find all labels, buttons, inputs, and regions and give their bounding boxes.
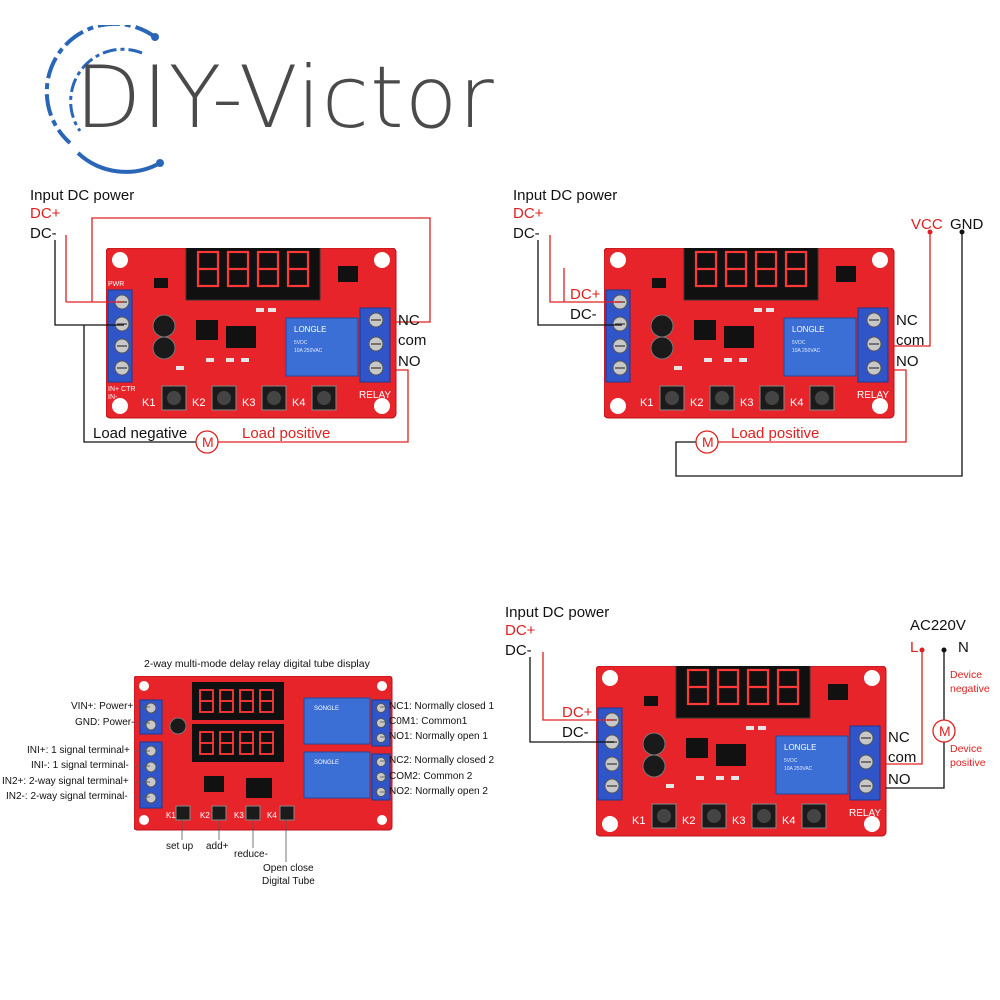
panel-2-dc-plus-inner: DC+ xyxy=(570,286,601,303)
panel-2-vcc: VCC xyxy=(911,216,943,233)
panel-4-n: N xyxy=(958,639,969,656)
pwr-label: PWR xyxy=(108,281,124,288)
right-label-com1: C0M1: Common1 xyxy=(389,716,468,727)
key-label-k4: K4 xyxy=(292,397,305,409)
key-label-k1: K1 xyxy=(640,397,653,409)
panel-4-device-negative-1: Device xyxy=(950,669,983,681)
panel-4-device-positive-1: Device xyxy=(950,743,983,755)
panel-1-nc: NC xyxy=(398,312,420,329)
panel-1-dc-minus: DC- xyxy=(30,225,57,242)
panel-1-title: Input DC power xyxy=(30,187,135,204)
right-label-no2: NO2: Normally open 2 xyxy=(389,786,488,797)
button-label-reduce: reduce- xyxy=(234,849,268,860)
panel-2-load-positive: Load positive xyxy=(731,425,820,442)
right-label-nc2: NC2: Normally closed 2 xyxy=(389,755,495,766)
key-label-k3: K3 xyxy=(242,397,255,409)
left-label-ini-plus: INI+: 1 signal terminal+ xyxy=(27,745,130,756)
brand-logo-arcs xyxy=(44,25,164,174)
key-label-k1: K1 xyxy=(632,815,645,827)
right-label-com2: COM2: Common 2 xyxy=(389,771,473,782)
key-label-k4: K4 xyxy=(790,397,803,409)
panel-4-motor-symbol: M xyxy=(939,723,951,739)
left-label-vin: VIN+: Power+ xyxy=(71,701,134,712)
brand-name: DIY-Victor xyxy=(75,48,495,148)
panel-2-nc: NC xyxy=(896,312,918,329)
relay-mark-1: SONGLE xyxy=(314,706,339,712)
left-label-in2-plus: IN2+: 2-way signal terminal+ xyxy=(2,776,129,787)
panel-4-device-positive-2: positive xyxy=(950,757,986,769)
panel-2-dc-minus-outer: DC- xyxy=(513,225,540,242)
key-label-k2: K2 xyxy=(192,397,205,409)
panel-2-motor-symbol: M xyxy=(702,434,714,450)
in-minus-label: IN- xyxy=(108,394,118,401)
panel-1-motor-symbol: M xyxy=(202,434,214,450)
relay-board-2: K1 K2 K3 K4 RELAY xyxy=(604,248,896,420)
panel-4-ac: AC220V xyxy=(910,617,966,634)
panel-2-title: Input DC power xyxy=(513,187,618,204)
button-label-add: add+ xyxy=(206,841,229,852)
left-label-ini-minus: INI-: 1 signal terminal- xyxy=(31,760,129,771)
key-label-k2: K2 xyxy=(682,815,695,827)
panel-2-no: NO xyxy=(896,353,919,370)
in-ctr-label: IN+ CTR xyxy=(108,386,135,393)
panel-4-nc: NC xyxy=(888,729,910,746)
relay-board-4: K1 K2 K3 K4 RELAY xyxy=(596,666,888,838)
panel-4-title: Input DC power xyxy=(505,604,610,621)
panel-1-com: com xyxy=(398,332,427,349)
panel-1-load-negative: Load negative xyxy=(93,425,188,442)
relay-board-1: K1 K2 K3 K4 RELAY PWR IN+ CTR IN- xyxy=(106,248,398,420)
panel-1-dc-plus: DC+ xyxy=(30,205,61,222)
panel-2-dc-minus-inner: DC- xyxy=(570,306,597,323)
panel-1-no: NO xyxy=(398,353,421,370)
panel-4-dc-minus-outer: DC- xyxy=(505,642,532,659)
button-label-open-close: Open close xyxy=(263,863,314,874)
key-label-k3: K3 xyxy=(732,815,745,827)
key-label-k2: K2 xyxy=(690,397,703,409)
key-label-k1: K1 xyxy=(142,397,155,409)
left-label-in2-minus: IN2-: 2-way signal terminal- xyxy=(6,791,128,802)
relay-mark-2: SONGLE xyxy=(314,760,339,766)
key-label-k3: K3 xyxy=(740,397,753,409)
key-label-k4: K4 xyxy=(782,815,795,827)
relay-label: RELAY xyxy=(857,390,889,401)
key-label-k3: K3 xyxy=(234,811,244,820)
panel-4-dc-minus-inner: DC- xyxy=(562,724,589,741)
button-label-setup: set up xyxy=(166,841,194,852)
relay-label: RELAY xyxy=(849,808,881,819)
panel-3-title: 2-way multi-mode delay relay digital tub… xyxy=(144,658,370,670)
relay-label: RELAY xyxy=(359,390,391,401)
panel-1-load-positive: Load positive xyxy=(242,425,331,442)
panel-4-l: L xyxy=(910,639,919,656)
panel-4-com: com xyxy=(888,749,917,766)
right-label-no1: NO1: Normally open 1 xyxy=(389,731,488,742)
panel-2-gnd: GND xyxy=(950,216,984,233)
left-label-gnd: GND: Power- xyxy=(75,717,135,728)
panel-4-dc-plus-outer: DC+ xyxy=(505,622,536,639)
button-label-digital-tube: Digital Tube xyxy=(262,876,315,887)
panel-4-device-negative-2: negative xyxy=(950,683,990,695)
key-label-k4: K4 xyxy=(267,811,277,820)
right-label-nc1: NC1: Normally closed 1 xyxy=(389,701,495,712)
key-label-k2: K2 xyxy=(200,811,210,820)
relay-board-2way: SONGLE SONGLE K1 K2 K3 K4 xyxy=(134,676,393,831)
panel-4-no: NO xyxy=(888,771,911,788)
panel-4-dc-plus-inner: DC+ xyxy=(562,704,593,721)
panel-2-dc-plus-outer: DC+ xyxy=(513,205,544,222)
key-label-k1: K1 xyxy=(166,811,176,820)
panel-2-com: com xyxy=(896,332,925,349)
